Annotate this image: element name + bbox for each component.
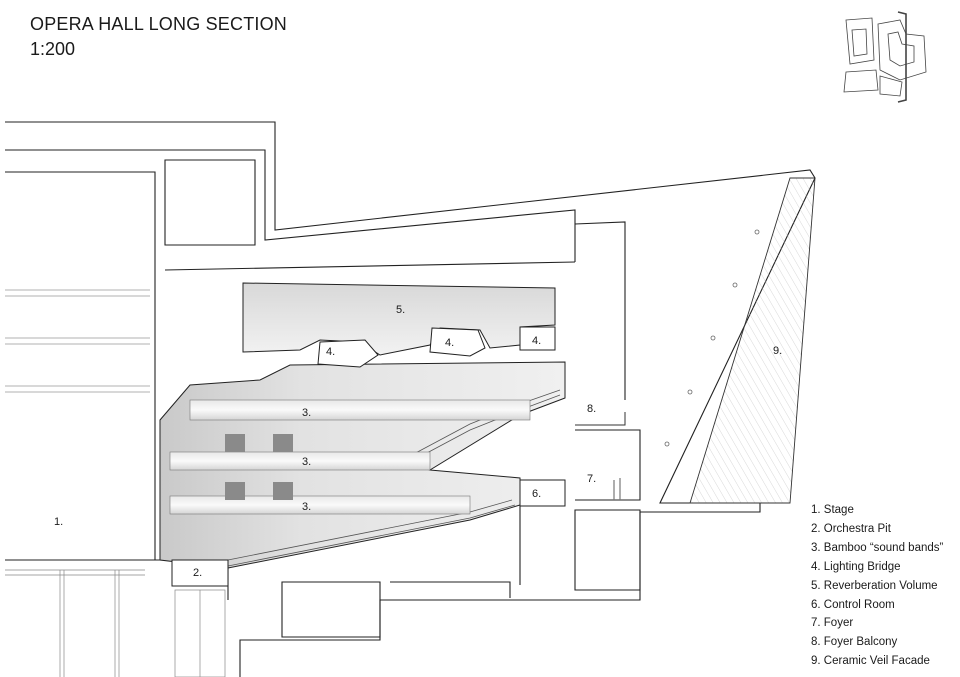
label-orchestra-pit: 2.: [193, 567, 202, 579]
label-bridge-mid: 4.: [445, 337, 454, 349]
legend-item: 7. Foyer: [811, 617, 854, 630]
label-bridge-left: 4.: [326, 346, 335, 358]
legend-item: 5. Reverberation Volume: [811, 579, 938, 592]
legend-item: 6. Control Room: [811, 598, 895, 611]
label-stage: 1.: [54, 516, 63, 528]
reverberation-volume: [242, 282, 556, 356]
label-control-room: 6.: [532, 488, 541, 500]
legend-item: 1. Stage: [811, 504, 854, 516]
legend-item: 2. Orchestra Pit: [811, 522, 891, 535]
foyer-figures: [613, 478, 621, 500]
drawing-scale: 1:200: [30, 39, 76, 59]
legend: 1. Stage 2. Orchestra Pit 3. Bamboo “sou…: [811, 501, 943, 671]
stage-rigging: [5, 289, 150, 393]
label-foyer-balcony: 8.: [587, 403, 596, 415]
bamboo-sound-bands: [169, 399, 531, 515]
label-band-middle: 3.: [302, 456, 311, 468]
legend-item: 9. Ceramic Veil Facade: [811, 655, 930, 668]
understage-structure: [5, 569, 226, 677]
speaker-blocks: [225, 434, 293, 500]
label-band-lower: 3.: [302, 501, 311, 513]
label-bridge-right: 4.: [532, 335, 541, 347]
legend-item: 8. Foyer Balcony: [811, 636, 898, 649]
label-foyer: 7.: [587, 473, 596, 485]
ceramic-veil-facade: [689, 177, 816, 504]
label-band-upper: 3.: [302, 407, 311, 419]
foyer-balcony-rail: [575, 412, 626, 426]
lighting-bridges: [317, 326, 556, 368]
facade-fixtures: [664, 229, 760, 447]
key-plan: [843, 11, 927, 103]
orchestra-pit: [171, 559, 229, 587]
legend-item: 4. Lighting Bridge: [811, 560, 901, 573]
control-room: [519, 479, 566, 507]
label-reverberation-volume: 5.: [396, 304, 405, 316]
drawing-title: OPERA HALL LONG SECTION: [30, 14, 288, 34]
label-facade: 9.: [773, 345, 782, 357]
legend-item: 3. Bamboo “sound bands”: [811, 541, 944, 554]
